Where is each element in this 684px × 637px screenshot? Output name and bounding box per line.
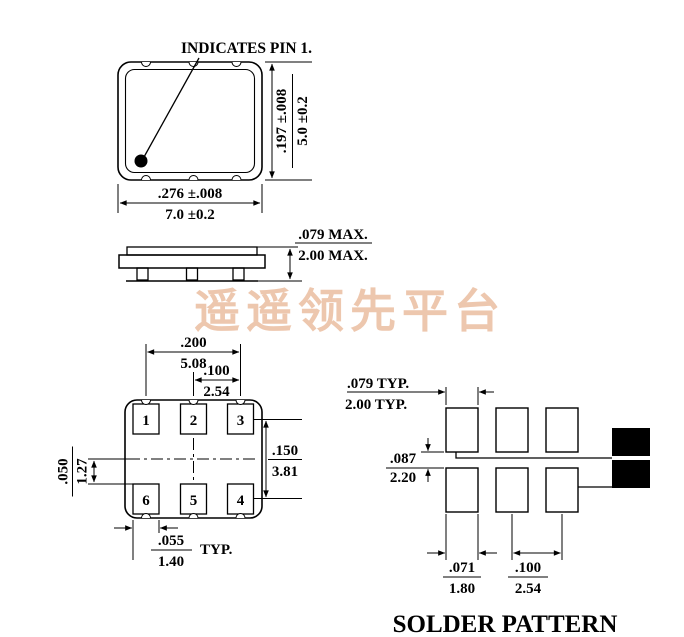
centerlines (128, 438, 258, 480)
offset-dimension (72, 446, 133, 497)
solder-pad-width-dimension (427, 514, 497, 578)
offset-inches: .050 (56, 458, 72, 484)
side-view-pins (136, 267, 245, 281)
solder-pattern-title: SOLDER PATTERN (393, 611, 618, 637)
row-span-mm: 3.81 (272, 464, 298, 480)
solder-pad-height-mm: 2.00 TYP. (345, 397, 407, 413)
pitch-mm: 2.54 (203, 384, 230, 400)
terminal-block-bottom (612, 460, 650, 488)
solder-pattern-view: .079 TYP. 2.00 TYP. .087 2.20 .071 1.80 (345, 376, 650, 637)
top-view-height-dimension (265, 61, 312, 181)
pad-5-label: 5 (190, 493, 198, 509)
top-view-width-inches: .276 ±.008 (158, 186, 222, 202)
top-view-height-mm: 5.0 ±0.2 (295, 96, 311, 145)
pad-width-dimension (114, 520, 192, 560)
top-view-height-inches: .197 ±.008 (274, 89, 290, 153)
side-view-thickness-inches: .079 MAX. (298, 227, 368, 243)
side-view-body (118, 254, 266, 269)
solder-pad-top-right (545, 407, 579, 453)
top-view-width-mm: 7.0 ±0.2 (165, 207, 214, 223)
side-view-thickness-dimension (257, 242, 372, 282)
pin1-dot (134, 154, 148, 168)
pad-2-label: 2 (190, 413, 198, 429)
watermark-text: 遥遥领先平台 (194, 286, 506, 337)
pad-4-label: 4 (237, 493, 245, 509)
pad-3-label: 3 (237, 413, 245, 429)
pad-3 (226, 403, 255, 435)
trace-to-top-terminal (455, 452, 612, 459)
row-span-inches: .150 (272, 443, 298, 459)
pad-6-label: 6 (142, 493, 150, 509)
solder-pad-top-middle (495, 407, 529, 453)
package-inner-outline (124, 68, 256, 174)
pad-1-label: 1 (142, 413, 150, 429)
solder-pad-height-dimension (347, 387, 494, 405)
solder-pitch-dimension (508, 514, 563, 578)
solder-pad-bottom-right (545, 467, 579, 513)
terminal-block-top (612, 428, 650, 456)
pad-1 (132, 403, 160, 435)
top-view: INDICATES PIN 1. .197 ±.008 5.0 ±0.2 .27… (117, 40, 312, 223)
solder-pad-width-inches: .071 (449, 560, 475, 576)
pitch-dimension (193, 372, 240, 396)
solder-pad-height-inches: .079 TYP. (347, 376, 409, 392)
solder-pitch-mm: 2.54 (515, 581, 542, 597)
top-view-width-dimension (117, 184, 263, 213)
solder-pad-bottom-middle (495, 467, 529, 513)
row-gap-inches: .087 (390, 451, 417, 467)
row-span-dimension (253, 419, 302, 499)
offset-mm: 1.27 (75, 458, 91, 485)
solder-pad-top-left (445, 407, 479, 453)
side-view-lid (126, 246, 258, 256)
side-view-thickness-mm: 2.00 MAX. (298, 248, 368, 264)
solder-pads (445, 407, 579, 513)
pitch-inches: .100 (203, 363, 229, 379)
pad-width-typ-note: TYP. (200, 542, 233, 558)
solder-pitch-inches: .100 (515, 560, 541, 576)
span-inches: .200 (180, 335, 206, 351)
pin1-note: INDICATES PIN 1. (181, 40, 312, 57)
pad-width-mm: 1.40 (158, 554, 184, 570)
land-pattern-view: 1 2 3 6 5 4 .200 5.08 .100 2.54 (56, 335, 302, 570)
pad-width-inches: .055 (158, 533, 184, 549)
land-view-pads (132, 403, 255, 515)
pin1-leader-line (143, 57, 200, 158)
solder-pad-width-mm: 1.80 (449, 581, 475, 597)
row-gap-dimension (386, 438, 444, 482)
side-view: .079 MAX. 2.00 MAX. (118, 227, 372, 282)
pad-6 (132, 483, 160, 515)
castellation-notches-land-view (141, 399, 246, 519)
solder-pad-bottom-left (445, 467, 479, 513)
span-mm: 5.08 (180, 356, 206, 372)
pad-5 (179, 483, 208, 515)
castellation-notches-top-view (141, 61, 242, 181)
row-gap-mm: 2.20 (390, 470, 416, 486)
span-dimension (145, 344, 241, 396)
